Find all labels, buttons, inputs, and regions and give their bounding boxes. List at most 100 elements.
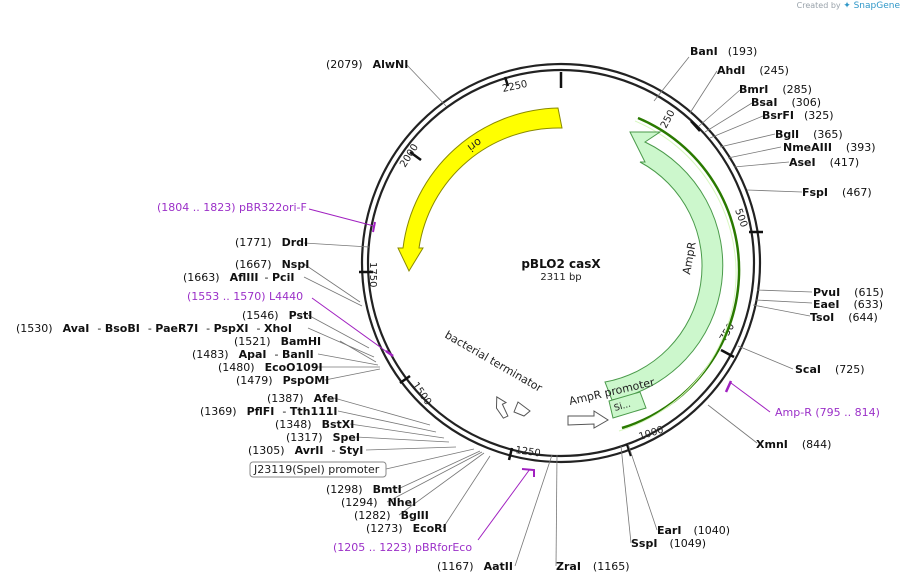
site-psti: PstI: [289, 309, 313, 322]
site-bmri: BmrI: [739, 83, 768, 96]
position-ticks: [359, 72, 763, 461]
svg-text:AhdI(245): AhdI(245): [717, 64, 789, 77]
svg-text:(1387)AfeI: (1387)AfeI: [267, 392, 338, 405]
site-nspi: NspI: [282, 258, 310, 271]
sites-right: BanI(193) AhdI(245) BmrI(285) BsaI(306) …: [556, 45, 884, 573]
svg-text:(1369)PflFI- Tth111I: (1369)PflFI- Tth111I: [200, 405, 338, 418]
svg-text:SspI(1049): SspI(1049): [631, 537, 706, 550]
sites-left: (1167)AatII (2079)AlwNI (1771)DrdI (1667…: [16, 58, 513, 573]
site-pcii: PciI: [272, 271, 294, 284]
site-tsoi: TsoI: [810, 311, 834, 324]
j23119-promoter[interactable]: J23119(SpeI) promoter: [249, 461, 387, 478]
svg-text:ZraI(1165): ZraI(1165): [556, 560, 630, 573]
svg-text:(1483)ApaI- BanII: (1483)ApaI- BanII: [192, 348, 314, 361]
primer-pbrforeco-label: (1205 .. 1223) pBRforEco: [333, 541, 472, 554]
svg-text:(1667)NspI: (1667)NspI: [235, 258, 309, 271]
site-ecori: EcoRI: [413, 522, 447, 535]
site-fspi: FspI: [802, 186, 828, 199]
svg-text:(1546)PstI: (1546)PstI: [242, 309, 312, 322]
svg-text:(1530)AvaI- BsoBI- PaeR7I- Psp: (1530)AvaI- BsoBI- PaeR7I- PspXI- XhoI: [16, 322, 292, 335]
site-apai: ApaI: [239, 348, 267, 361]
site-avrii: AvrII: [295, 444, 324, 457]
site-pspomi: PspOMI: [283, 374, 330, 387]
site-pflfi: PflFI: [247, 405, 275, 418]
site-bamhi: BamHI: [281, 335, 322, 348]
site-ahdi: AhdI: [717, 64, 745, 77]
site-bsai: BsaI: [751, 96, 777, 109]
site-aatii: AatII: [484, 560, 513, 573]
site-bstxi: BstXI: [322, 418, 355, 431]
site-scai: ScaI: [795, 363, 821, 376]
signal-label: Si...: [613, 400, 632, 414]
svg-text:NmeAIII(393): NmeAIII(393): [783, 141, 876, 154]
brand-name: SnapGene: [853, 1, 900, 11]
svg-text:(1282)BglII: (1282)BglII: [354, 509, 429, 522]
svg-text:(1294)NheI: (1294)NheI: [341, 496, 416, 509]
site-bmti: BmtI: [373, 483, 402, 496]
site-drdi: DrdI: [282, 236, 309, 249]
site-bgli: BglI: [775, 128, 799, 141]
site-sspi: SspI: [631, 537, 657, 550]
site-zrai: ZraI: [556, 560, 581, 573]
primer-l4440-label: (1553 .. 1570) L4440: [187, 290, 303, 303]
site-xhoi: XhoI: [264, 322, 292, 335]
primers[interactable]: (1804 .. 1823) pBR322ori-F (1553 .. 1570…: [157, 201, 880, 554]
site-spei: SpeI: [333, 431, 360, 444]
terminator-label: bacterial terminator: [443, 328, 545, 395]
ampr-feature[interactable]: AmpR: [604, 116, 741, 432]
svg-text:(1348)BstXI: (1348)BstXI: [275, 418, 354, 431]
svg-text:BmrI(285): BmrI(285): [739, 83, 812, 96]
svg-text:(1298)BmtI: (1298)BmtI: [326, 483, 402, 496]
signal-sequence[interactable]: Si...: [608, 391, 647, 419]
svg-text:(2079)AlwNI: (2079)AlwNI: [326, 58, 408, 71]
site-styi: StyI: [339, 444, 363, 457]
svg-text:(1273)EcoRI: (1273)EcoRI: [366, 522, 447, 535]
site-tth111i: Tth111I: [290, 405, 338, 418]
tick-250: 250: [659, 108, 678, 130]
tick-1750: 1750: [367, 262, 378, 287]
site-bsrfi: BsrFI: [762, 109, 794, 122]
svg-text:(1479)PspOMI: (1479)PspOMI: [236, 374, 329, 387]
svg-text:(1167)AatII: (1167)AatII: [437, 560, 513, 573]
site-bsobi: BsoBI: [105, 322, 140, 335]
site-pvui: PvuI: [813, 286, 840, 299]
svg-text:EarI(1040): EarI(1040): [657, 524, 730, 537]
svg-text:FspI(467): FspI(467): [802, 186, 872, 199]
svg-text:(1771)DrdI: (1771)DrdI: [235, 236, 308, 249]
site-afliii: AflIII: [230, 271, 259, 284]
svg-text:ScaI(725): ScaI(725): [795, 363, 865, 376]
tick-1500: 1500: [410, 380, 434, 407]
bacterial-terminator[interactable]: bacterial terminator: [443, 328, 545, 419]
site-paer7i: PaeR7I: [155, 322, 198, 335]
site-alwni: AlwNI: [373, 58, 409, 71]
plasmid-size: 2311 bp: [540, 272, 581, 283]
site-xmni: XmnI: [756, 438, 788, 451]
primer-amp-r-label: Amp-R (795 .. 814): [775, 406, 880, 419]
tick-1250: 1250: [515, 445, 542, 459]
ampr-label: AmpR: [680, 241, 699, 276]
svg-text:BglI(365): BglI(365): [775, 128, 843, 141]
svg-text:(1521)BamHI: (1521)BamHI: [234, 335, 321, 348]
svg-text:(1663)AflIII- PciI: (1663)AflIII- PciI: [183, 271, 294, 284]
primer-pbr322ori-label: (1804 .. 1823) pBR322ori-F: [157, 201, 307, 214]
site-pspxi: PspXI: [214, 322, 249, 335]
site-nmeaiii: NmeAIII: [783, 141, 832, 154]
site-nhei: NheI: [388, 496, 417, 509]
svg-text:PvuI(615): PvuI(615): [813, 286, 884, 299]
plasmid-name: pBLO2 casX: [521, 257, 601, 271]
j23119-label: J23119(SpeI) promoter: [253, 463, 380, 476]
site-leader-lines: [303, 56, 813, 567]
ori-feature[interactable]: ori: [397, 107, 563, 273]
svg-text:BsaI(306): BsaI(306): [751, 96, 821, 109]
tick-2250: 2250: [501, 79, 528, 95]
svg-text:(1317)SpeI: (1317)SpeI: [286, 431, 360, 444]
svg-text:(1480)EcoO109I: (1480)EcoO109I: [218, 361, 323, 374]
svg-text:BanI(193): BanI(193): [690, 45, 757, 58]
snapgene-watermark: Created by ✦ SnapGene: [797, 1, 900, 11]
created-by-text: Created by: [796, 1, 841, 10]
site-ecoo109i: EcoO109I: [265, 361, 323, 374]
svg-text:AseI(417): AseI(417): [789, 156, 859, 169]
site-avai: AvaI: [63, 322, 90, 335]
plasmid-backbone: [360, 62, 762, 464]
